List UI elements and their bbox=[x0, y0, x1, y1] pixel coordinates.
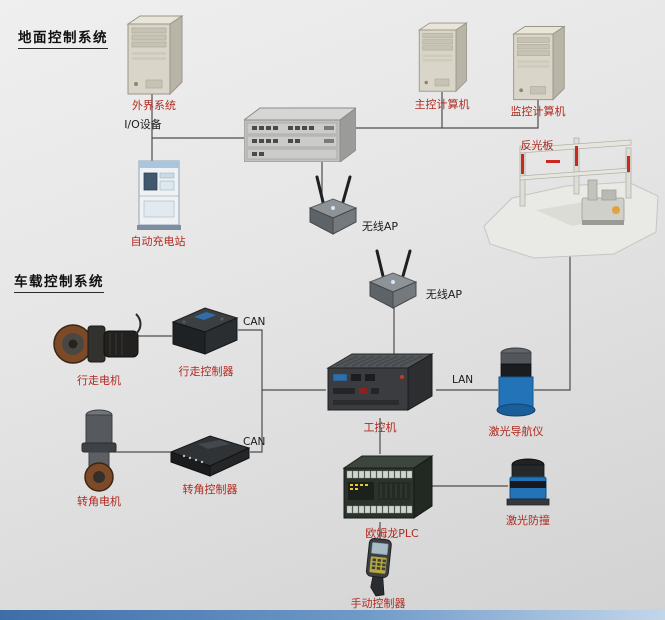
io-device-label: I/O设备 bbox=[124, 118, 162, 131]
travel-controller-label: 行走控制器 bbox=[178, 365, 234, 378]
bottom-accent-bar bbox=[0, 610, 665, 620]
travel-controller-device bbox=[170, 302, 240, 360]
line-reflector-scene-to-laser-nav bbox=[534, 250, 571, 391]
can-bus-label-1: CAN bbox=[243, 316, 266, 328]
wireless-ap-2-label: 无线AP bbox=[425, 288, 463, 301]
computer-tower-icon bbox=[122, 14, 186, 98]
computer-tower-icon bbox=[508, 24, 568, 104]
steer-motor-device bbox=[68, 402, 130, 494]
line-can-bus bbox=[238, 329, 263, 453]
main-computer-device bbox=[414, 20, 470, 96]
industrial-pc-icon bbox=[326, 353, 434, 411]
wireless-ap-2-device bbox=[364, 246, 422, 312]
laser-anticollision-label: 激光防撞 bbox=[506, 514, 550, 527]
auto-charge-station-device bbox=[132, 158, 184, 232]
plc-icon bbox=[342, 455, 434, 519]
industrial-pc-label: 工控机 bbox=[363, 421, 397, 434]
steer-motor-icon bbox=[81, 409, 117, 492]
omron-plc-label: 欧姆龙PLC bbox=[365, 527, 419, 540]
vehicle-section-title: 车载控制系统 bbox=[14, 270, 104, 293]
steer-controller-device bbox=[168, 428, 252, 482]
laser-navigator-device bbox=[488, 344, 544, 424]
wireless-ap-icon bbox=[368, 249, 418, 309]
laser-anticollision-device bbox=[500, 450, 556, 512]
steer-controller-icon bbox=[169, 435, 251, 477]
travel-controller-icon bbox=[171, 307, 239, 355]
external-system-label: 外界系统 bbox=[132, 99, 176, 112]
wireless-ap-1-label: 无线AP bbox=[361, 220, 399, 233]
laser-anticollision-icon bbox=[506, 458, 550, 506]
travel-motor-label: 行走电机 bbox=[77, 374, 121, 387]
can-bus-label-2: CAN bbox=[243, 436, 266, 448]
reflector-scene-icon bbox=[483, 137, 659, 259]
external-system-device bbox=[122, 14, 186, 98]
main-computer-label: 主控计算机 bbox=[414, 98, 470, 111]
monitor-computer-device bbox=[508, 24, 568, 104]
handheld-controller-icon bbox=[365, 537, 392, 597]
industrial-pc-device bbox=[324, 350, 436, 418]
wireless-ap-icon bbox=[308, 175, 358, 235]
network-switch-device bbox=[244, 106, 356, 162]
line-monitor-computer-to-switch bbox=[442, 100, 539, 129]
computer-tower-icon bbox=[414, 20, 470, 96]
travel-motor-device bbox=[52, 304, 144, 372]
charging-cabinet-icon bbox=[137, 160, 181, 230]
laser-navigator-icon bbox=[496, 347, 536, 417]
lan-label: LAN bbox=[452, 374, 474, 386]
laser-navigator-label: 激光导航仪 bbox=[488, 425, 544, 438]
wireless-ap-1-device bbox=[304, 172, 362, 238]
travel-motor-icon bbox=[53, 313, 142, 364]
steer-controller-label: 转角控制器 bbox=[182, 483, 238, 496]
steer-motor-label: 转角电机 bbox=[77, 495, 121, 508]
reflector-board-label: 反光板 bbox=[520, 139, 554, 152]
omron-plc-device bbox=[340, 452, 436, 526]
monitor-computer-label: 监控计算机 bbox=[510, 105, 566, 118]
network-switch-icon bbox=[244, 107, 356, 162]
auto-charge-station-label: 自动充电站 bbox=[130, 235, 186, 248]
manual-controller-device bbox=[354, 536, 402, 600]
manual-controller-label: 手动控制器 bbox=[350, 597, 406, 610]
ground-section-title: 地面控制系统 bbox=[18, 26, 108, 49]
reflector-scene bbox=[476, 130, 662, 264]
